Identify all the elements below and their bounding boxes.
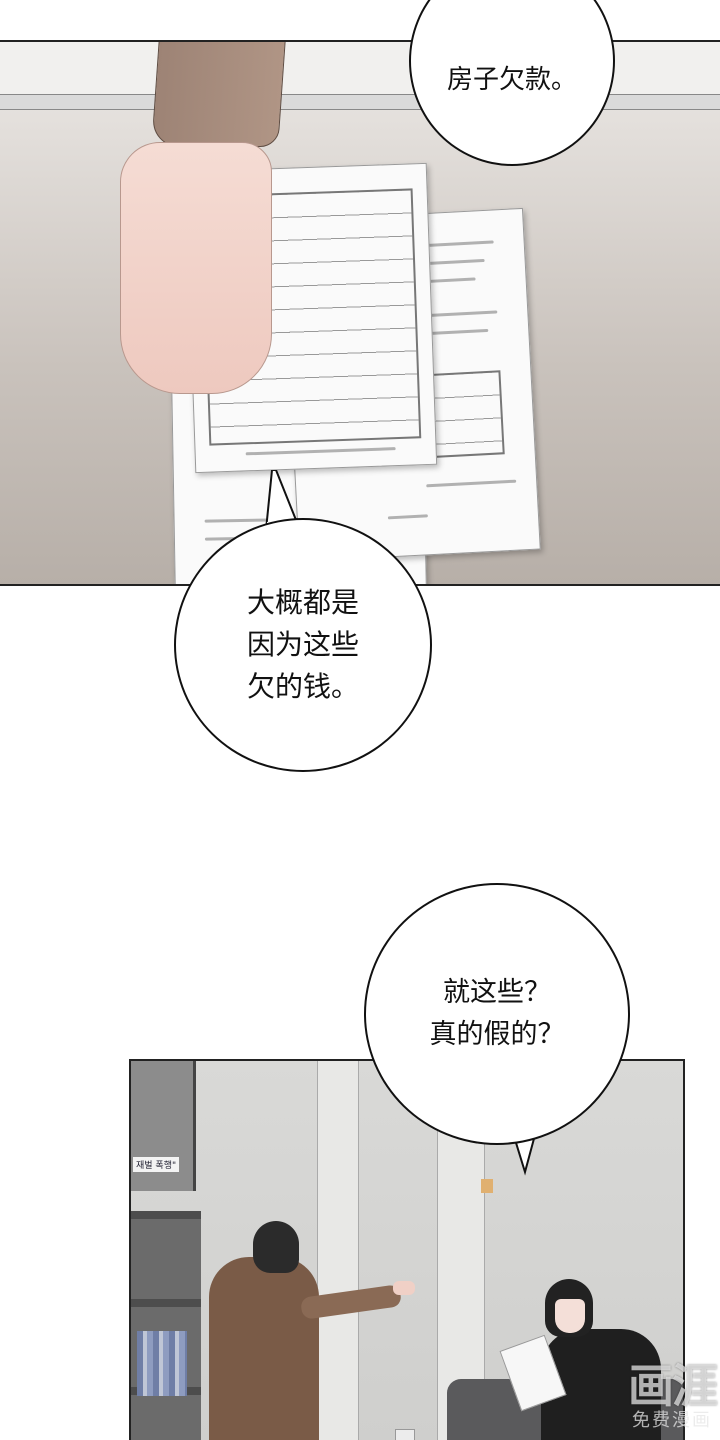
speech-bubble-2: 大概都是 因为这些 欠的钱。 (174, 518, 432, 772)
character-hand (120, 142, 272, 394)
wall-pillar (317, 1061, 359, 1440)
poster-text: 재벌 폭행" (133, 1157, 180, 1172)
speech-bubble-2-text: 大概都是 因为这些 欠的钱。 (246, 586, 359, 703)
watermark: 画涯 免费漫画 (628, 1359, 718, 1432)
power-outlet (395, 1429, 415, 1440)
panel-documents (0, 40, 720, 586)
window-ledge (0, 94, 720, 110)
standing-man-head (253, 1221, 299, 1273)
speech-bubble-3: 就这些？ 真的假的？ (364, 883, 630, 1145)
panel-office: 재벌 폭행" (129, 1059, 685, 1440)
binders (137, 1331, 187, 1396)
speech-bubble-1: 房子欠款。 (409, 0, 615, 166)
speech-bubble-1-text: 房子欠款。 (446, 65, 577, 95)
poster: 재벌 폭행" (131, 1061, 196, 1191)
bookshelf (131, 1211, 201, 1440)
seated-man-face (555, 1299, 585, 1333)
watermark-logo: 画涯 (628, 1359, 718, 1413)
standing-man (209, 1257, 319, 1440)
wall-notice (481, 1179, 493, 1193)
pointing-hand (393, 1281, 415, 1295)
character-sleeve (151, 42, 286, 147)
speech-bubble-3-text: 就这些？ 真的假的？ (429, 977, 565, 1050)
watermark-subtitle: 免费漫画 (632, 1410, 712, 1431)
